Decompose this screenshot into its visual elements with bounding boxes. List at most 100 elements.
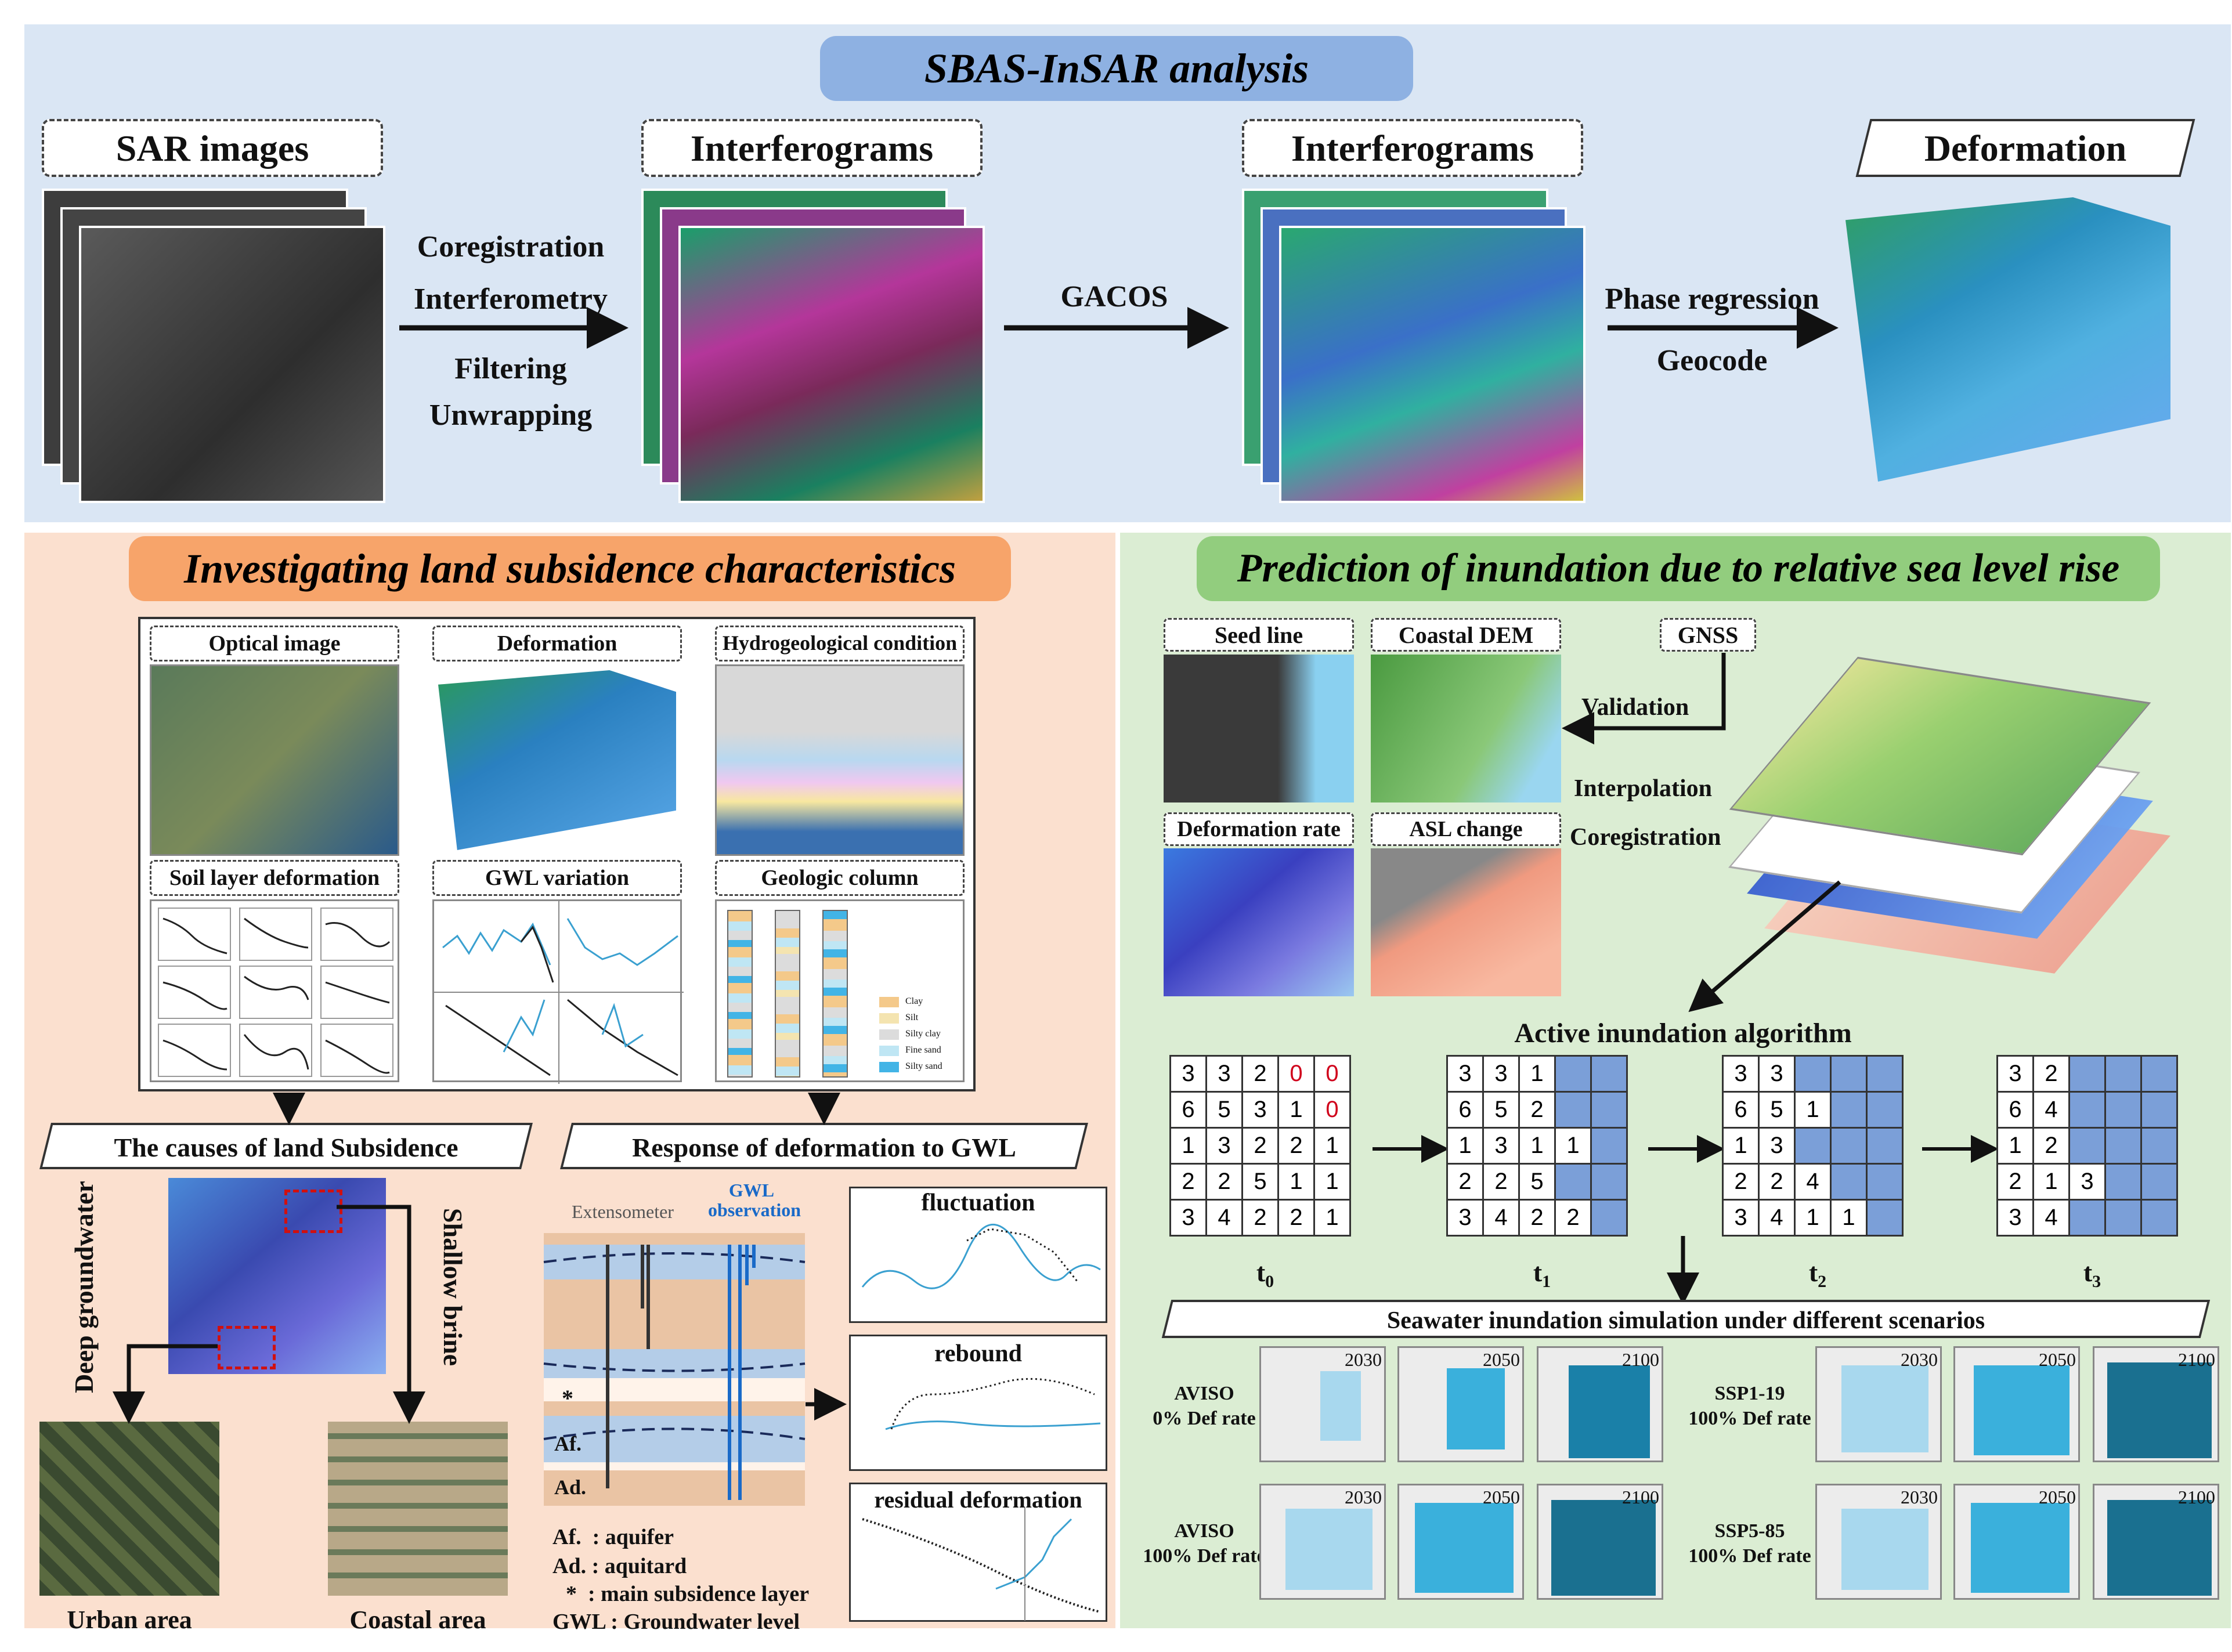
grid-cell: 3: [1243, 1093, 1279, 1129]
star-label: *: [562, 1385, 573, 1411]
grid-cell: 2: [1279, 1129, 1315, 1165]
grid-cell: [2106, 1165, 2142, 1201]
ifg2-label: Interferograms: [1291, 128, 1534, 169]
grid-cell: [1592, 1129, 1628, 1165]
soil-label: Soil layer deformation: [169, 866, 380, 890]
grid-cell: [1868, 1057, 1904, 1093]
asl-label-box: [1371, 812, 1561, 846]
grid-cell: 1: [2034, 1165, 2070, 1201]
response-label: Response of deformation to GWL: [632, 1133, 1016, 1162]
grid-cell: 0: [1279, 1057, 1315, 1093]
legend-ad: Ad. : aquitard: [552, 1554, 687, 1578]
grid-cell: [1868, 1093, 1904, 1129]
grid-cell: 2: [2034, 1129, 2070, 1165]
grid-cell: [2142, 1129, 2178, 1165]
gwl-label: GWL variation: [485, 866, 630, 890]
grid-cell: 2: [1171, 1165, 1207, 1201]
geo-legend-2: Silty clay: [905, 1029, 941, 1039]
simulation-label: Seawater inundation simulation under dif…: [1386, 1307, 1985, 1334]
sar-label: SAR images: [115, 128, 309, 169]
scenario-aviso-0-b: 0% Def rate: [1153, 1408, 1256, 1429]
grid-cell: 1: [1315, 1129, 1351, 1165]
seed-label-box: [1164, 618, 1354, 652]
process-filtering: Filtering: [454, 352, 567, 385]
dem-label: Coastal DEM: [1398, 622, 1534, 648]
urban-area-label: Urban area: [67, 1606, 192, 1634]
process-unwrapping: Unwrapping: [429, 399, 593, 432]
rebound-chart: [849, 1335, 1107, 1471]
time-label-t1: t1: [1533, 1257, 1551, 1292]
residual-label: residual deformation: [874, 1487, 1082, 1513]
grid-cell: [1592, 1057, 1628, 1093]
grid-cell: [1796, 1057, 1832, 1093]
deformation-rate-image: [1164, 848, 1354, 996]
grid-cell: 3: [1171, 1057, 1207, 1093]
gwl-variation-charts: [432, 899, 684, 1084]
validation-label: Validation: [1581, 694, 1689, 721]
hydro-label-box: [715, 626, 965, 661]
grid-cell: [1832, 1093, 1868, 1129]
scenario-ssp119-b: 100% Def rate: [1688, 1408, 1811, 1429]
grid-cell: [1868, 1165, 1904, 1201]
grid-cell: 3: [1484, 1129, 1520, 1165]
grid-cell: [2142, 1165, 2178, 1201]
asl-change-image: [1371, 848, 1561, 996]
grid-cell: 1: [1796, 1093, 1832, 1129]
scenario-aviso-100-a: AVISO: [1174, 1520, 1234, 1542]
interferogram-stack-1: [641, 189, 989, 503]
urban-area-image: [39, 1422, 219, 1596]
grid-cell: [1796, 1129, 1832, 1165]
optical-label-box: [150, 626, 399, 661]
grid-cell: 1: [1520, 1057, 1556, 1093]
ifg2-label-box: [1242, 119, 1583, 177]
grid-cell: 0: [1315, 1057, 1351, 1093]
rebound-label: rebound: [934, 1340, 1022, 1367]
grid-cell: 1: [1998, 1129, 2034, 1165]
time-label-t2: t2: [1808, 1257, 1827, 1292]
sim-map-ssp119-2030: 2030: [1815, 1346, 1942, 1462]
scenario-ssp585-a: SSP5-85: [1714, 1520, 1785, 1542]
grid-cell: 3: [1998, 1057, 2034, 1093]
grid-cell: 5: [1243, 1165, 1279, 1201]
defrate-label: Deformation rate: [1177, 817, 1341, 841]
grid-cell: 2: [1760, 1165, 1796, 1201]
grid-cell: [2070, 1129, 2106, 1165]
grid-cell: 2: [1484, 1165, 1520, 1201]
deformation-image: [432, 664, 682, 856]
grid-cell: 3: [1207, 1129, 1243, 1165]
grid-cell: 3: [1724, 1057, 1760, 1093]
causes-map: [168, 1178, 386, 1374]
grid-cell: 6: [1998, 1093, 2034, 1129]
fluctuation-chart: [849, 1187, 1107, 1323]
grid-cell: 2: [1448, 1165, 1484, 1201]
sar-image-stack: [42, 189, 390, 503]
grid-cell: [2106, 1093, 2142, 1129]
grid-cell: 3: [1484, 1057, 1520, 1093]
grid-cell: 2: [1998, 1165, 2034, 1201]
algorithm-title: Active inundation algorithm: [1514, 1018, 1852, 1049]
gnss-label: GNSS: [1677, 622, 1739, 648]
af-label: Af.: [554, 1432, 582, 1455]
sar-label-box: [42, 119, 383, 177]
geo-legend-3: Fine sand: [905, 1045, 941, 1055]
grid-cell: [2142, 1093, 2178, 1129]
residual-chart: [849, 1483, 1107, 1622]
legend-star: * : main subsidence layer: [566, 1582, 810, 1606]
extensometer-section: [543, 1233, 806, 1506]
grid-cell: [2142, 1057, 2178, 1093]
grid-cell: 6: [1448, 1093, 1484, 1129]
grid-cell: 2: [1243, 1129, 1279, 1165]
grid-cell: [1832, 1129, 1868, 1165]
grid-cell: 1: [1315, 1165, 1351, 1201]
interpolation-label: Interpolation: [1574, 775, 1713, 802]
grid-cell: 5: [1484, 1093, 1520, 1129]
geo-legend-4: Silty sand: [905, 1061, 942, 1071]
grid-cell: [2106, 1057, 2142, 1093]
grid-cell: [2070, 1093, 2106, 1129]
fluctuation-label: fluctuation: [921, 1190, 1035, 1216]
legend-af: Af. : aquifer: [552, 1525, 674, 1549]
grid-cell: 1: [1796, 1201, 1832, 1237]
